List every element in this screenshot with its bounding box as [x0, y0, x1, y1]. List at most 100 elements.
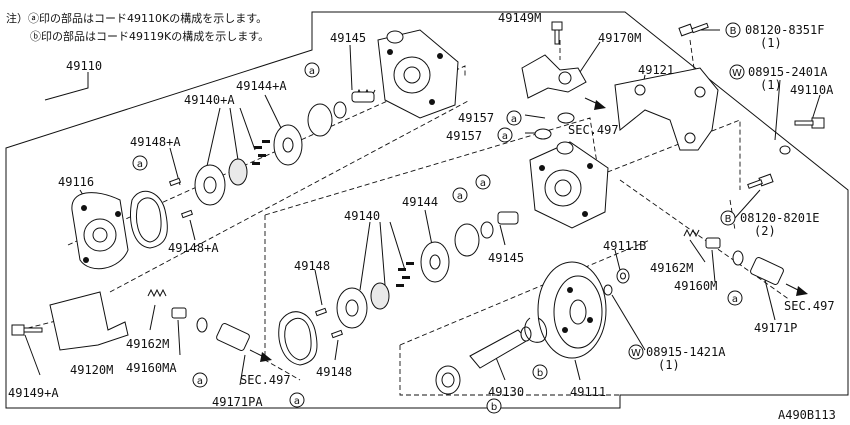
label-08915-1421a-qty: (1) — [658, 358, 680, 372]
label-49144a: 49144+A — [236, 79, 287, 93]
bolt-08120-8351f — [678, 22, 709, 37]
gasket-left — [130, 190, 168, 249]
bolt-08120-8201e — [747, 173, 774, 189]
marker-a-1: a — [132, 155, 148, 171]
rotor-middle — [370, 282, 390, 310]
svg-text:a: a — [502, 131, 508, 142]
svg-text:W: W — [631, 348, 641, 359]
pump-body-top — [377, 29, 459, 119]
vanes-middle — [396, 262, 414, 287]
o-ring-49171p — [732, 250, 744, 266]
washers-49157 — [534, 112, 575, 140]
label-49145-mid: 49145 — [488, 251, 524, 265]
rotor-left — [228, 158, 248, 186]
marker-a-7: a — [506, 110, 522, 126]
label-08915-2401a: 08915-2401A — [748, 65, 828, 79]
spring-49145-middle — [497, 211, 519, 225]
o-ring-49171pa — [196, 317, 208, 333]
label-08120-8201e-qty: (2) — [754, 224, 776, 238]
svg-text:a: a — [511, 114, 517, 125]
note-a: 注）ⓐ印の部品はコード49110Kの構成を示します。 — [6, 11, 267, 25]
marker-W-2: W — [628, 344, 644, 360]
label-49157-a: 49157 — [458, 111, 494, 125]
outlet-fitting-49170m — [521, 54, 606, 110]
pump-body-right — [529, 141, 609, 229]
label-49148-mid-2: 49148 — [316, 365, 352, 379]
label-49140a: 49140+A — [184, 93, 235, 107]
bracket-49121 — [614, 67, 719, 151]
connector-49171pa — [216, 322, 272, 362]
label-49160m: 49160M — [674, 279, 717, 293]
svg-text:a: a — [457, 191, 463, 202]
label-49111: 49111 — [570, 385, 606, 399]
pulley-49111 — [537, 261, 607, 359]
nut-49111b — [616, 268, 630, 284]
bolt-49110a — [794, 117, 825, 129]
label-49116: 49116 — [58, 175, 94, 189]
spring-49162m-right — [683, 228, 700, 238]
label-49160ma: 49160MA — [126, 361, 177, 375]
vanes-left — [252, 140, 270, 165]
label-08120-8351f-qty: (1) — [760, 36, 782, 50]
gasket-middle — [278, 311, 318, 366]
marker-a-5: a — [452, 187, 468, 203]
label-49111b: 49111B — [603, 239, 646, 253]
pins-left — [168, 177, 194, 219]
marker-a-2: a — [304, 62, 320, 78]
marker-B-1: B — [725, 22, 741, 38]
plug-49160m — [705, 237, 721, 249]
label-49148-mid-1: 49148 — [294, 259, 330, 273]
label-sec497-left: SEC.497 — [240, 373, 291, 387]
svg-text:a: a — [480, 178, 486, 189]
label-08120-8201e: 08120-8201E — [740, 211, 819, 225]
label-49171pa: 49171PA — [212, 395, 263, 409]
label-sec497-right: SEC.497 — [784, 299, 835, 313]
svg-text:b: b — [491, 402, 497, 413]
svg-text:W: W — [732, 68, 742, 79]
marker-b-1: b — [532, 364, 548, 380]
bolt-49149a — [11, 324, 43, 336]
label-49162m-right: 49162M — [650, 261, 693, 275]
svg-text:a: a — [732, 294, 738, 305]
svg-text:a: a — [294, 396, 300, 407]
label-49140: 49140 — [344, 209, 380, 223]
note-b: ⓑ印の部品はコード49119Kの構成を示します。 — [30, 29, 269, 43]
washer-08915-1421a — [603, 284, 613, 296]
label-49170m: 49170M — [598, 31, 641, 45]
label-08120-8351f: 08120-8351F — [745, 23, 824, 37]
assembly-frame — [5, 11, 849, 409]
part-labels: 49110 49116 49148+A 49140+A 49144+A 4914… — [8, 11, 836, 422]
cam-ring-left — [194, 164, 226, 206]
marker-W-1: W — [729, 64, 745, 80]
label-49157-b: 49157 — [446, 129, 482, 143]
label-49148a-1: 49148+A — [130, 135, 181, 149]
marker-B-2: B — [720, 210, 736, 226]
svg-text:a: a — [309, 66, 315, 77]
marker-a-8: a — [497, 127, 513, 143]
diagram-code: A490B113 — [778, 408, 836, 422]
connector-49171p — [750, 256, 808, 296]
side-plate-middle — [420, 241, 450, 283]
label-49121: 49121 — [638, 63, 674, 77]
label-sec497-center: SEC.497 — [568, 123, 619, 137]
spring-49145-top — [351, 88, 376, 103]
washer-08915-2401a — [779, 145, 791, 155]
pump-cover-49116 — [71, 192, 129, 270]
oil-seal-b — [435, 365, 461, 395]
label-49149m: 49149M — [498, 11, 541, 25]
marker-b-2: b — [486, 398, 502, 414]
svg-text:B: B — [730, 26, 737, 37]
svg-text:B: B — [725, 214, 732, 225]
label-49120m: 49120M — [70, 363, 113, 377]
label-49148a-2: 49148+A — [168, 241, 219, 255]
o-ring-left — [307, 101, 347, 137]
svg-text:b: b — [537, 368, 543, 379]
label-49110a: 49110A — [790, 83, 834, 97]
pins-middle — [314, 307, 344, 339]
label-49110: 49110 — [66, 59, 102, 73]
o-ring-middle — [454, 221, 494, 257]
label-49149a: 49149+A — [8, 386, 59, 400]
marker-a-3: a — [192, 372, 208, 388]
label-49144: 49144 — [402, 195, 438, 209]
